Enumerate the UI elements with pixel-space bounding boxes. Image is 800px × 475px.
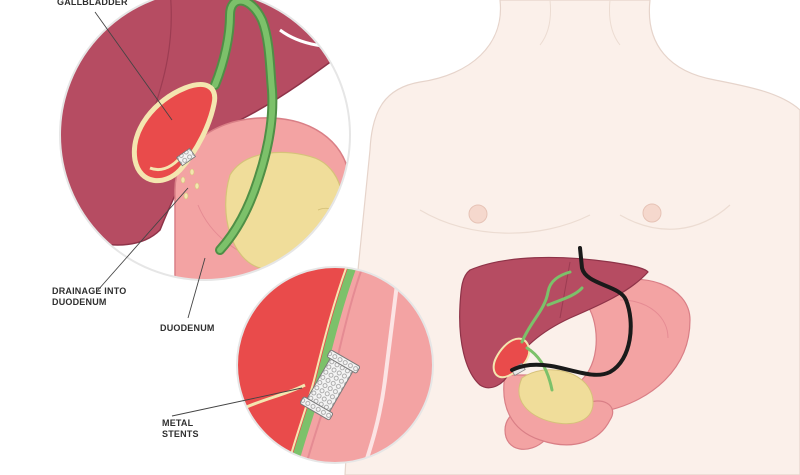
gallbladder <box>131 82 218 184</box>
metal-stents-label-line1: METAL <box>162 418 194 428</box>
magnified-view-large <box>59 0 351 281</box>
right-nipple <box>642 203 662 223</box>
torso <box>344 0 800 475</box>
metal-stents-leader <box>171 387 303 417</box>
metal-stents-label-line2: STENTS <box>162 429 199 439</box>
metal-stent <box>300 349 360 421</box>
gallbladder-leader <box>94 11 173 121</box>
metal-stents-label: METAL STENTS <box>162 418 199 440</box>
endoscope <box>510 246 633 377</box>
gallbladder-lumen <box>237 267 355 463</box>
drainage-label-line2: DUODENUM <box>52 297 107 307</box>
drainage-drops <box>180 168 200 200</box>
leader-lines <box>94 11 303 417</box>
left-nipple <box>468 204 488 224</box>
duodenum-leader <box>187 257 206 319</box>
body-pancreas <box>518 369 594 425</box>
magnified-view-small <box>236 266 434 464</box>
drainage-label-line1: DRAINAGE INTO <box>52 286 127 296</box>
body-bile-duct <box>520 270 584 344</box>
gallbladder-label-text: GALLBLADDER <box>57 0 128 7</box>
duodenum-label-text: DUODENUM <box>160 323 215 333</box>
duodenum-label: DUODENUM <box>160 323 215 334</box>
gallbladder-label: GALLBLADDER <box>57 0 128 8</box>
drainage-leader <box>97 187 189 291</box>
stent <box>176 147 196 167</box>
drainage-label: DRAINAGE INTO DUODENUM <box>52 286 126 308</box>
